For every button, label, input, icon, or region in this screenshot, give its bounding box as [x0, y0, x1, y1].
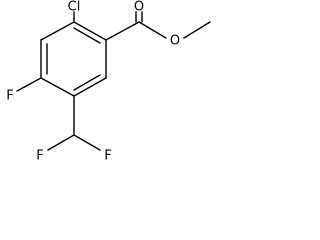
chlorine-atom-label: Cl: [68, 0, 81, 15]
molecule-structure: Cl O O F F F: [6, 0, 211, 164]
bond-c5-c6: [73, 77, 107, 97]
double-bond-c1-c2: [73, 27, 101, 44]
bond-ester-o-methyl: [183, 21, 211, 39]
bond-chf2-f-right: [73, 134, 101, 151]
bond-c4-f: [16, 77, 42, 92]
bond-carbonyl-ester-o: [138, 21, 167, 39]
carbonyl-oxygen-label: O: [134, 0, 144, 15]
bond-c4-c5: [40, 77, 75, 97]
bond-c2-c3: [40, 21, 75, 41]
bond-c1-c2: [73, 21, 107, 41]
bond-c1-carbonyl: [105, 21, 140, 41]
benzene-ring: [40, 21, 107, 97]
difluoromethyl-fluorine-left-label: F: [36, 149, 43, 164]
ring-fluorine-label: F: [6, 89, 13, 104]
double-bond-c5-c6: [73, 74, 101, 91]
bond-chf2-f-left: [47, 134, 75, 151]
ester-oxygen-label: O: [170, 34, 180, 49]
difluoromethyl-fluorine-right-label: F: [104, 149, 111, 164]
